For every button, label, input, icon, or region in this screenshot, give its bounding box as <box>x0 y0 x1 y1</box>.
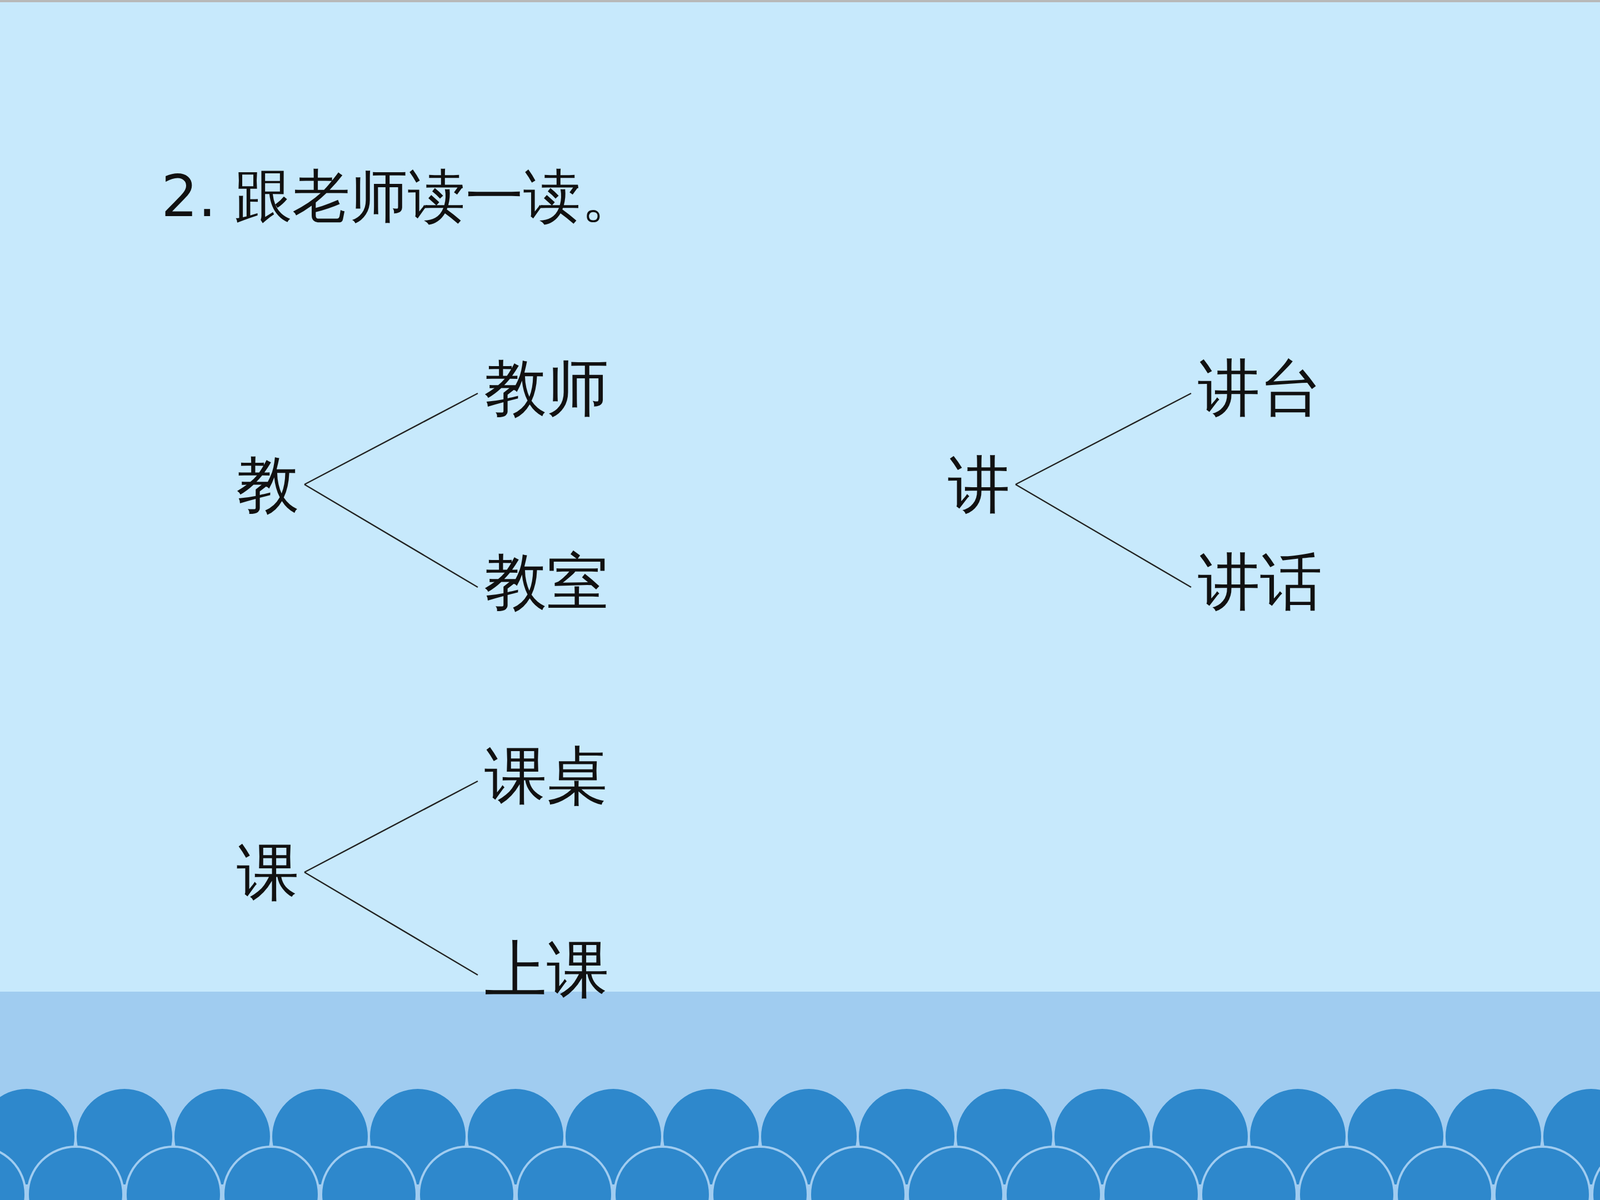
word-node: 课桌 <box>481 736 613 815</box>
word-node: 教室 <box>481 542 613 622</box>
word-node: 讲 <box>944 445 1014 524</box>
word-text: 课桌 <box>484 739 609 812</box>
word-text: 课 <box>236 836 299 909</box>
slide-title: 2. 跟老师读一读。 <box>161 158 639 237</box>
branch-line <box>304 781 478 873</box>
word-text: 讲 <box>947 448 1010 521</box>
bottom-band <box>0 991 1600 1200</box>
word-node: 课 <box>233 832 303 912</box>
branch-line <box>304 872 478 975</box>
word-text: 讲话 <box>1197 545 1323 618</box>
branch-line <box>1015 484 1192 588</box>
wave-row <box>0 1083 1600 1200</box>
word-node: 教 <box>233 445 303 524</box>
branch-line <box>304 393 478 485</box>
word-text: 教师 <box>484 351 609 424</box>
wave-row <box>0 1138 1600 1200</box>
word-text: 教室 <box>484 545 609 618</box>
branch-line <box>304 484 478 588</box>
word-node: 教师 <box>481 348 613 428</box>
word-text: 上课 <box>484 933 609 1006</box>
word-node: 上课 <box>481 930 613 1009</box>
word-text: 讲台 <box>1197 351 1323 424</box>
word-node: 讲台 <box>1194 348 1326 428</box>
word-text: 教 <box>236 448 299 521</box>
branch-line <box>1015 393 1192 485</box>
word-node: 讲话 <box>1194 542 1326 622</box>
